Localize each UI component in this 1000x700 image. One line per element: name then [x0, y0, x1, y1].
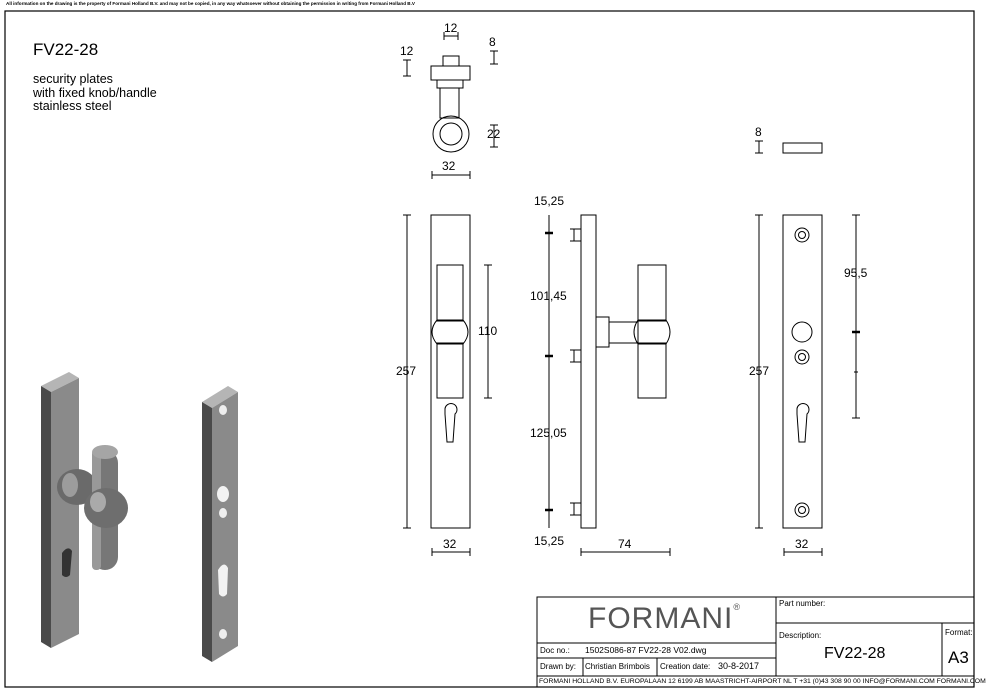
dim-back-width: 32 — [795, 537, 809, 551]
top-view-cap — [442, 55, 460, 67]
format-value: A3 — [948, 648, 969, 667]
render-back-plate — [202, 386, 238, 662]
brand-logo: FORMANI® — [588, 602, 741, 636]
part-number-label: Part number: — [779, 599, 826, 608]
dim-side-upper-span: 101,45 — [530, 289, 567, 303]
back-hole-spindle — [791, 321, 813, 343]
front-view — [403, 214, 492, 556]
brand-mark: ® — [733, 602, 741, 612]
dim-top-cap-height: 8 — [489, 35, 496, 49]
thickness-view — [755, 140, 823, 154]
brand-name: FORMANI — [588, 602, 734, 635]
side-screw-mid — [570, 349, 581, 363]
dim-side-lower-span: 125,05 — [530, 426, 567, 440]
description-label: Description: — [779, 631, 822, 640]
dim-top-collar-height: 12 — [400, 44, 414, 58]
side-spindle — [608, 321, 639, 344]
side-handle-lower — [637, 342, 667, 399]
dim-front-height: 257 — [396, 364, 417, 378]
top-view-ring-outer — [432, 115, 470, 153]
dim-side-projection: 74 — [618, 537, 632, 551]
dim-top-knob-width: 12 — [444, 21, 458, 35]
dim-top-overall-width: 32 — [442, 159, 456, 173]
top-view-stem — [439, 87, 460, 119]
front-plate — [430, 214, 471, 529]
top-view-ring-inner — [439, 122, 463, 146]
side-collar — [595, 316, 610, 348]
back-plate — [782, 214, 823, 529]
title-block — [536, 596, 975, 688]
side-knob — [633, 319, 671, 345]
side-handle-upper — [637, 264, 667, 322]
description-line: security plates — [33, 72, 113, 86]
side-view — [545, 214, 671, 556]
description-line: with fixed knob/handle — [33, 85, 157, 100]
dim-side-top-offset: 15,25 — [534, 194, 565, 208]
copyright-notice: All information on the drawing is the pr… — [6, 1, 415, 6]
description-line: stainless steel — [33, 99, 112, 113]
back-hole-top — [794, 227, 810, 243]
back-cylinder-hole — [796, 403, 810, 443]
front-cylinder-hole — [444, 403, 458, 443]
drawing-frame — [4, 10, 975, 688]
dim-plate-thickness: 8 — [755, 125, 762, 139]
front-knob — [431, 319, 469, 345]
dim-top-ring-height: 22 — [487, 127, 501, 141]
product-code: FV22-28 — [33, 40, 99, 59]
doc-no-value: 1502S086-87 FV22-28 V02.dwg — [585, 645, 707, 655]
side-screw-bottom — [570, 502, 581, 516]
creation-date-value: 30-8-2017 — [718, 661, 760, 671]
back-hole-mid — [794, 349, 810, 365]
front-handle-upper — [436, 264, 464, 322]
drawn-by-value: Christian Brimbois — [585, 662, 650, 671]
dim-back-hole-spacing: 95,5 — [844, 266, 868, 280]
top-view — [403, 32, 498, 179]
drawn-by-label: Drawn by: — [540, 662, 577, 671]
dim-front-handle-length: 110 — [478, 324, 498, 338]
side-plate — [580, 214, 597, 529]
description-value: FV22-28 — [824, 645, 886, 662]
company-footer: FORMANI HOLLAND B.V. EUROPALAAN 12 6199 … — [539, 678, 986, 685]
back-view — [755, 214, 860, 556]
top-view-neck — [436, 79, 464, 89]
format-label: Format: — [945, 628, 973, 637]
product-description: security plates with fixed knob/handle s… — [33, 72, 157, 114]
dim-front-width: 32 — [443, 537, 457, 551]
dim-side-bottom-offset: 15,25 — [534, 534, 565, 548]
front-handle-lower — [436, 342, 464, 399]
plate-edge — [782, 142, 823, 154]
back-hole-bottom — [794, 502, 810, 518]
side-screw-top — [570, 228, 581, 242]
doc-no-label: Doc no.: — [540, 646, 570, 655]
creation-date-label: Creation date: — [660, 662, 711, 671]
dim-back-height: 257 — [749, 364, 770, 378]
render-handle-plate — [41, 372, 128, 648]
top-view-collar — [430, 65, 471, 81]
